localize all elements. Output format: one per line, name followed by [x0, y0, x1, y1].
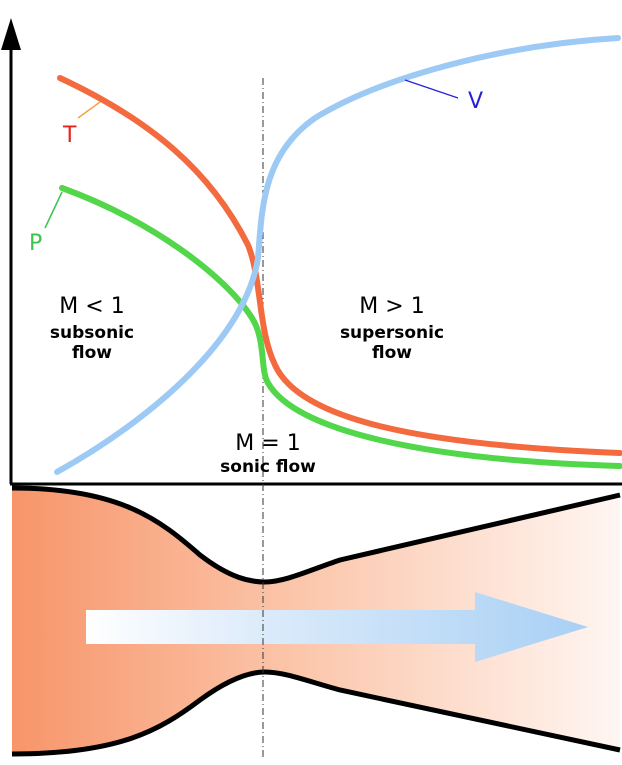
- pressure-label: P: [29, 231, 42, 256]
- nozzle-upper-wall: [11, 485, 621, 585]
- axes: [1, 18, 622, 486]
- supersonic-flow-text: flow: [372, 343, 412, 363]
- v-leader-line: [404, 79, 459, 99]
- temperature-curve: [57, 75, 622, 456]
- velocity-curve: [54, 35, 621, 475]
- subsonic-flow-text: flow: [72, 343, 112, 363]
- sonic-flow-text: sonic flow: [220, 457, 316, 477]
- supersonic-text: supersonic: [340, 323, 444, 343]
- supersonic-region-label: M > 1 supersonic flow: [340, 294, 444, 363]
- p-leader-line: [44, 191, 63, 229]
- sonic-mach-text: M = 1: [235, 431, 300, 456]
- nozzle-lower-wall: [11, 669, 621, 757]
- y-axis-arrowhead: [1, 18, 21, 50]
- flow-direction-arrow: [86, 592, 588, 662]
- t-leader-line: [77, 101, 101, 119]
- supersonic-mach-text: M > 1: [359, 294, 424, 319]
- velocity-label: V: [468, 89, 483, 114]
- sonic-region-label: M = 1 sonic flow: [220, 431, 316, 477]
- pressure-curve: [59, 185, 622, 469]
- subsonic-mach-text: M < 1: [59, 294, 124, 319]
- subsonic-region-label: M < 1 subsonic flow: [50, 294, 134, 363]
- subsonic-text: subsonic: [50, 323, 134, 343]
- temperature-label: T: [62, 123, 77, 148]
